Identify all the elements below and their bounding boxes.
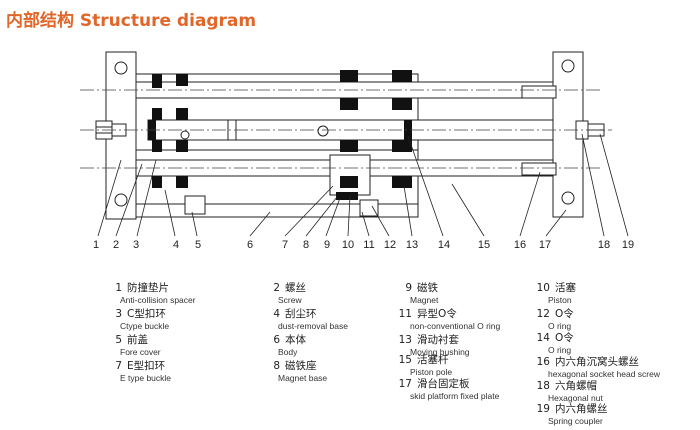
- callout-12: 12: [384, 239, 396, 251]
- right-plate-hole-bottom: [561, 191, 575, 205]
- callout-18: 18: [598, 239, 610, 251]
- callout-11: 11: [363, 239, 374, 251]
- callout-5: 5: [195, 239, 201, 251]
- callout-4: 4: [173, 239, 179, 251]
- body-base-strip: [135, 203, 419, 218]
- page-title: 内部结构 Structure diagram: [6, 11, 257, 31]
- right-plate-hole-top: [561, 59, 575, 73]
- callout-10: 10: [342, 239, 354, 251]
- callout-2: 2: [113, 239, 119, 251]
- callout-7: 7: [282, 239, 288, 251]
- callout-1: 1: [93, 239, 99, 251]
- socket-screw-top: [521, 85, 557, 99]
- callout-19: 19: [622, 239, 634, 251]
- callout-16: 16: [514, 239, 526, 251]
- callout-6: 6: [247, 239, 253, 251]
- callout-14: 14: [438, 239, 450, 251]
- callout-9: 9: [324, 239, 330, 251]
- left-plate-hole-bottom: [114, 193, 128, 207]
- callout-3: 3: [133, 239, 139, 251]
- callout-8: 8: [303, 239, 309, 251]
- body-hole: [317, 125, 329, 137]
- magnet-base: [329, 154, 371, 196]
- left-plate-hole-top: [114, 61, 128, 75]
- callout-13: 13: [406, 239, 418, 251]
- callout-15: 15: [478, 239, 490, 251]
- callout-17: 17: [539, 239, 551, 251]
- socket-screw-bottom: [521, 162, 557, 176]
